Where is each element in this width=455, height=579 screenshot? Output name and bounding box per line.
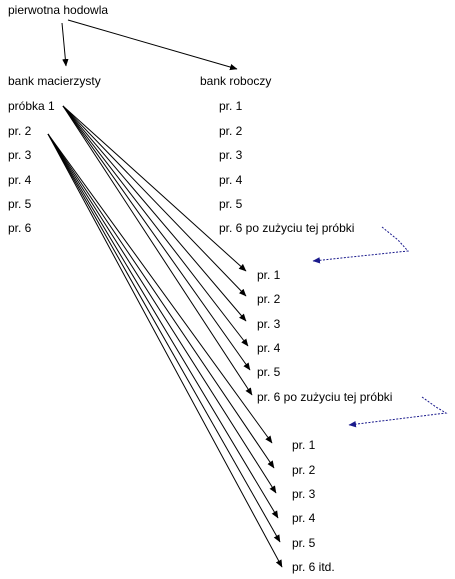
working-bank-1-item: pr. 2 bbox=[219, 124, 243, 138]
working-bank-2-item: pr. 1 bbox=[257, 268, 281, 282]
arrow-sample1-to-bank2-item5 bbox=[62, 105, 251, 371]
working-bank-2-item: pr. 4 bbox=[257, 341, 281, 355]
working-bank-2-item: pr. 2 bbox=[257, 292, 281, 306]
arrow-sample2-to-bank3-item4 bbox=[47, 133, 279, 519]
working-bank-1-item: pr. 4 bbox=[219, 173, 243, 187]
working-bank-2-item: pr. 3 bbox=[257, 317, 281, 331]
mother-bank-item: pr. 2 bbox=[8, 124, 32, 138]
working-bank-3-item: pr. 4 bbox=[292, 511, 316, 525]
root-label: pierwotna hodowla bbox=[8, 3, 109, 17]
working-bank-2-item: pr. 5 bbox=[257, 365, 281, 379]
working-bank-3-item: pr. 1 bbox=[292, 438, 316, 452]
mother-bank-item: próbka 1 bbox=[8, 99, 55, 113]
arrow-sample1-to-bank2-item3 bbox=[62, 105, 247, 322]
working-bank-3-item: pr. 5 bbox=[292, 536, 316, 550]
working-bank-1-item: pr. 6 po zużyciu tej próbki bbox=[219, 221, 355, 235]
working-bank-1-item: pr. 3 bbox=[219, 148, 243, 162]
arrow-sample2-to-bank3-item5 bbox=[47, 133, 281, 543]
working-bank-3-item: pr. 2 bbox=[292, 463, 316, 477]
arrow-sample2-to-bank3-item3 bbox=[47, 133, 277, 494]
mother-bank-title: bank macierzysty bbox=[8, 74, 101, 88]
working-bank-3-item: pr. 6 itd. bbox=[292, 560, 335, 574]
working-bank-1-item: pr. 5 bbox=[219, 197, 243, 211]
working-bank-2-item: pr. 6 po zużyciu tej próbki bbox=[257, 390, 393, 404]
working-bank-3-item: pr. 3 bbox=[292, 487, 316, 501]
arrow-root-to-mother-bank bbox=[61, 22, 69, 67]
mother-bank-item: pr. 4 bbox=[8, 173, 32, 187]
arrow-root-to-working-bank bbox=[67, 19, 238, 71]
mother-bank-item: pr. 3 bbox=[8, 148, 32, 162]
working-bank-title: bank roboczy bbox=[200, 74, 272, 88]
mother-bank-item: pr. 6 bbox=[8, 221, 32, 235]
arrow-sample2-to-bank3-item6 bbox=[47, 133, 283, 568]
mother-bank-item: pr. 5 bbox=[8, 197, 32, 211]
working-bank-1-item: pr. 1 bbox=[219, 99, 243, 113]
